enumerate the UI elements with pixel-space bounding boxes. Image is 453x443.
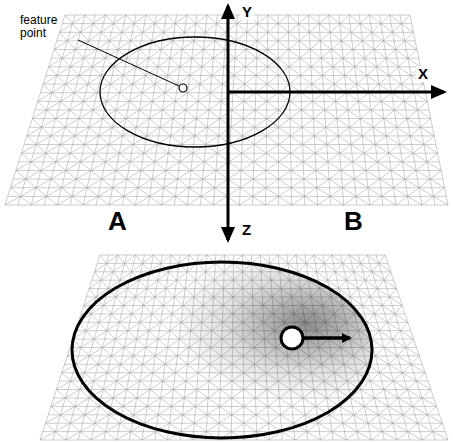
y-axis: [227, 6, 230, 92]
axis-label: X: [416, 66, 430, 82]
leader-line: [78, 40, 179, 86]
x-axis: [228, 91, 444, 94]
region-ellipse: [72, 262, 372, 438]
panel-label: A: [108, 208, 127, 235]
feature-point: [281, 327, 303, 349]
displacement-arrow: [303, 336, 350, 340]
axis-label: Y: [240, 4, 254, 20]
mesh-plane: [40, 255, 448, 440]
feature-point: [179, 84, 187, 92]
panel-label: B: [344, 208, 363, 235]
callout-label: feature point: [20, 14, 72, 39]
mesh-lines: [40, 255, 448, 440]
deformation-shading: [72, 262, 372, 438]
z-axis: [227, 92, 230, 240]
axis-label: Z: [242, 222, 251, 238]
